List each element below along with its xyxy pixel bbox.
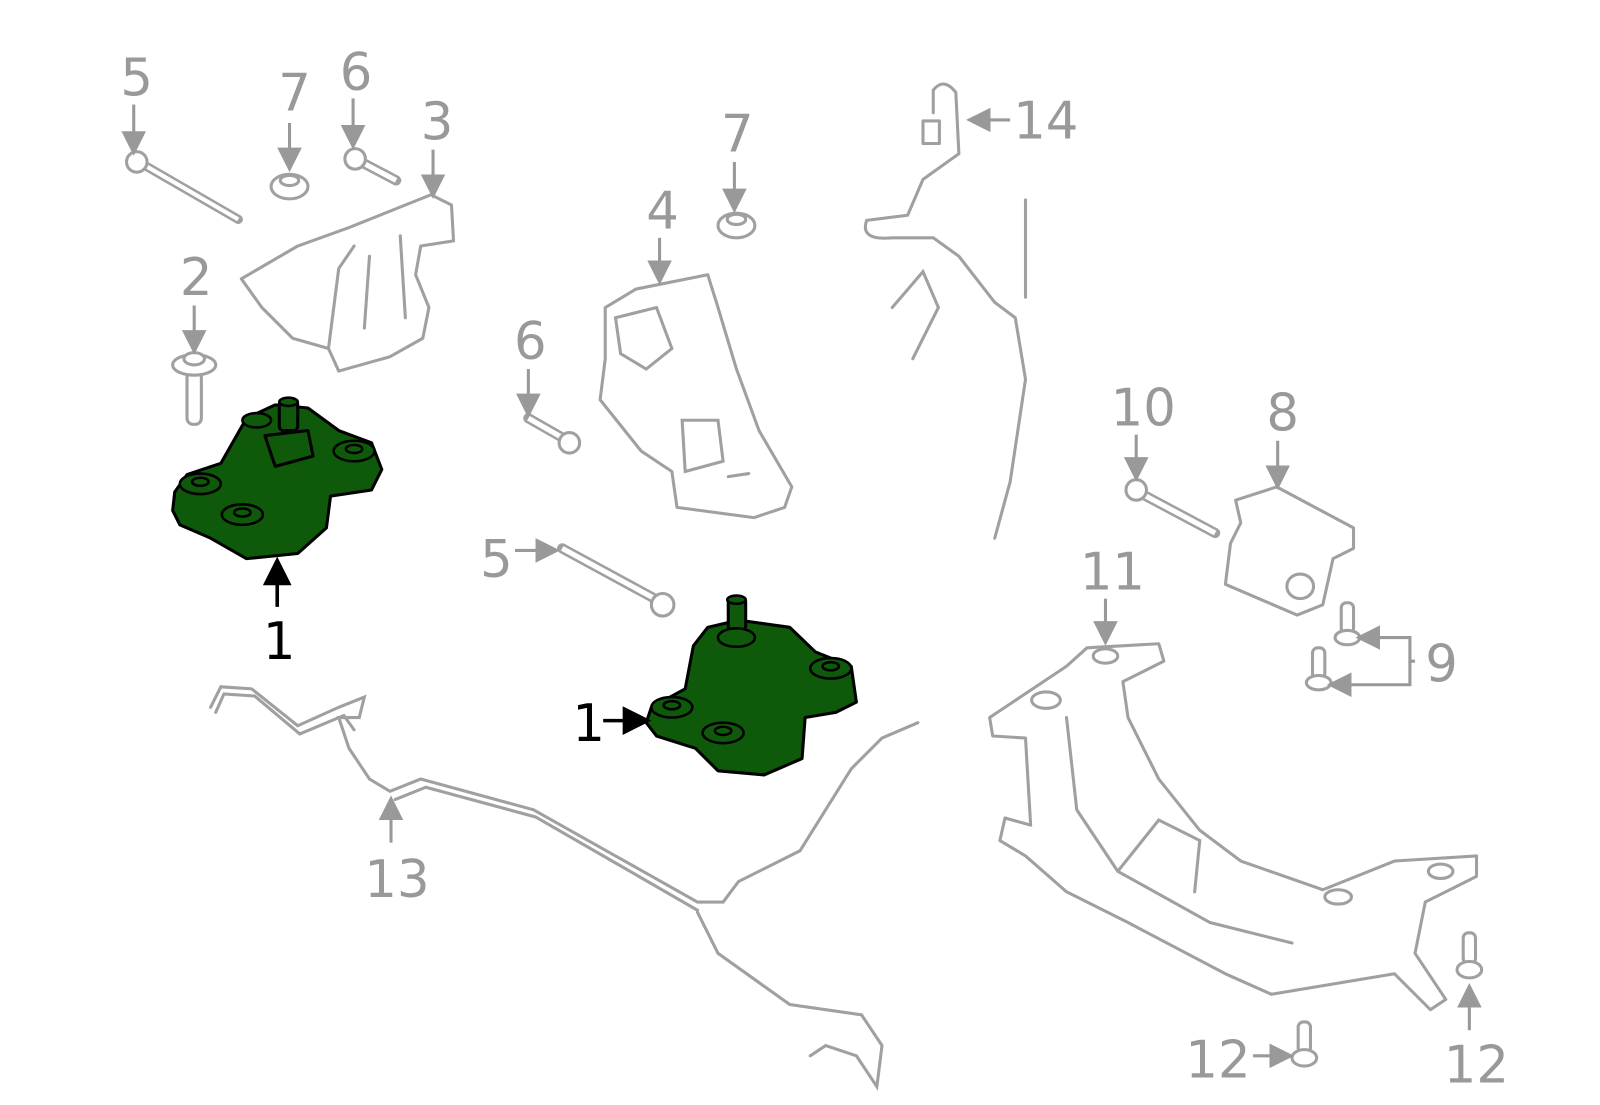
bolt-12-right <box>1455 931 1484 980</box>
callout-5: 5 <box>120 48 153 108</box>
callout-11: 11 <box>1080 542 1145 602</box>
engine-mount-1-left[interactable] <box>171 396 384 561</box>
bracket-4 <box>598 273 794 520</box>
callout-3: 3 <box>421 92 454 152</box>
callout-7: 7 <box>278 64 311 124</box>
bolt-12-bottom <box>1290 1020 1319 1068</box>
subframe-11 <box>988 642 1479 1012</box>
callout-1-left: 1 <box>263 612 296 672</box>
bracket-3 <box>239 193 456 373</box>
callout-14: 14 <box>1013 91 1078 151</box>
bolt-10 <box>1124 478 1221 539</box>
callout-6: 6 <box>514 312 547 372</box>
nut-7-left <box>269 172 310 201</box>
bolt-2 <box>171 351 218 426</box>
callout-1-center: 1 <box>572 694 605 754</box>
callout-12: 12 <box>1444 1035 1509 1095</box>
callout-8: 8 <box>1266 384 1299 444</box>
bolt-5-top <box>125 150 243 224</box>
bolt-6-center <box>523 413 582 455</box>
nut-7-center <box>716 211 757 240</box>
callout-9: 9 <box>1425 635 1458 695</box>
bolt-5-center <box>557 543 676 618</box>
bolts-9 <box>1304 601 1362 692</box>
callout-13: 13 <box>364 850 429 910</box>
callout-12: 12 <box>1185 1030 1250 1090</box>
callout-7: 7 <box>721 105 754 165</box>
transmission-mount-8 <box>1223 485 1356 617</box>
callout-5: 5 <box>480 530 513 590</box>
callout-4: 4 <box>646 182 679 242</box>
callout-10: 10 <box>1111 378 1176 438</box>
leader-arrows <box>121 98 1482 1069</box>
hose-14 <box>863 82 1028 540</box>
callout-2: 2 <box>180 248 213 308</box>
hose-13 <box>209 685 920 1091</box>
bolt-6-top <box>343 147 402 186</box>
callout-6: 6 <box>340 43 373 103</box>
engine-mount-1-center[interactable] <box>644 594 858 777</box>
